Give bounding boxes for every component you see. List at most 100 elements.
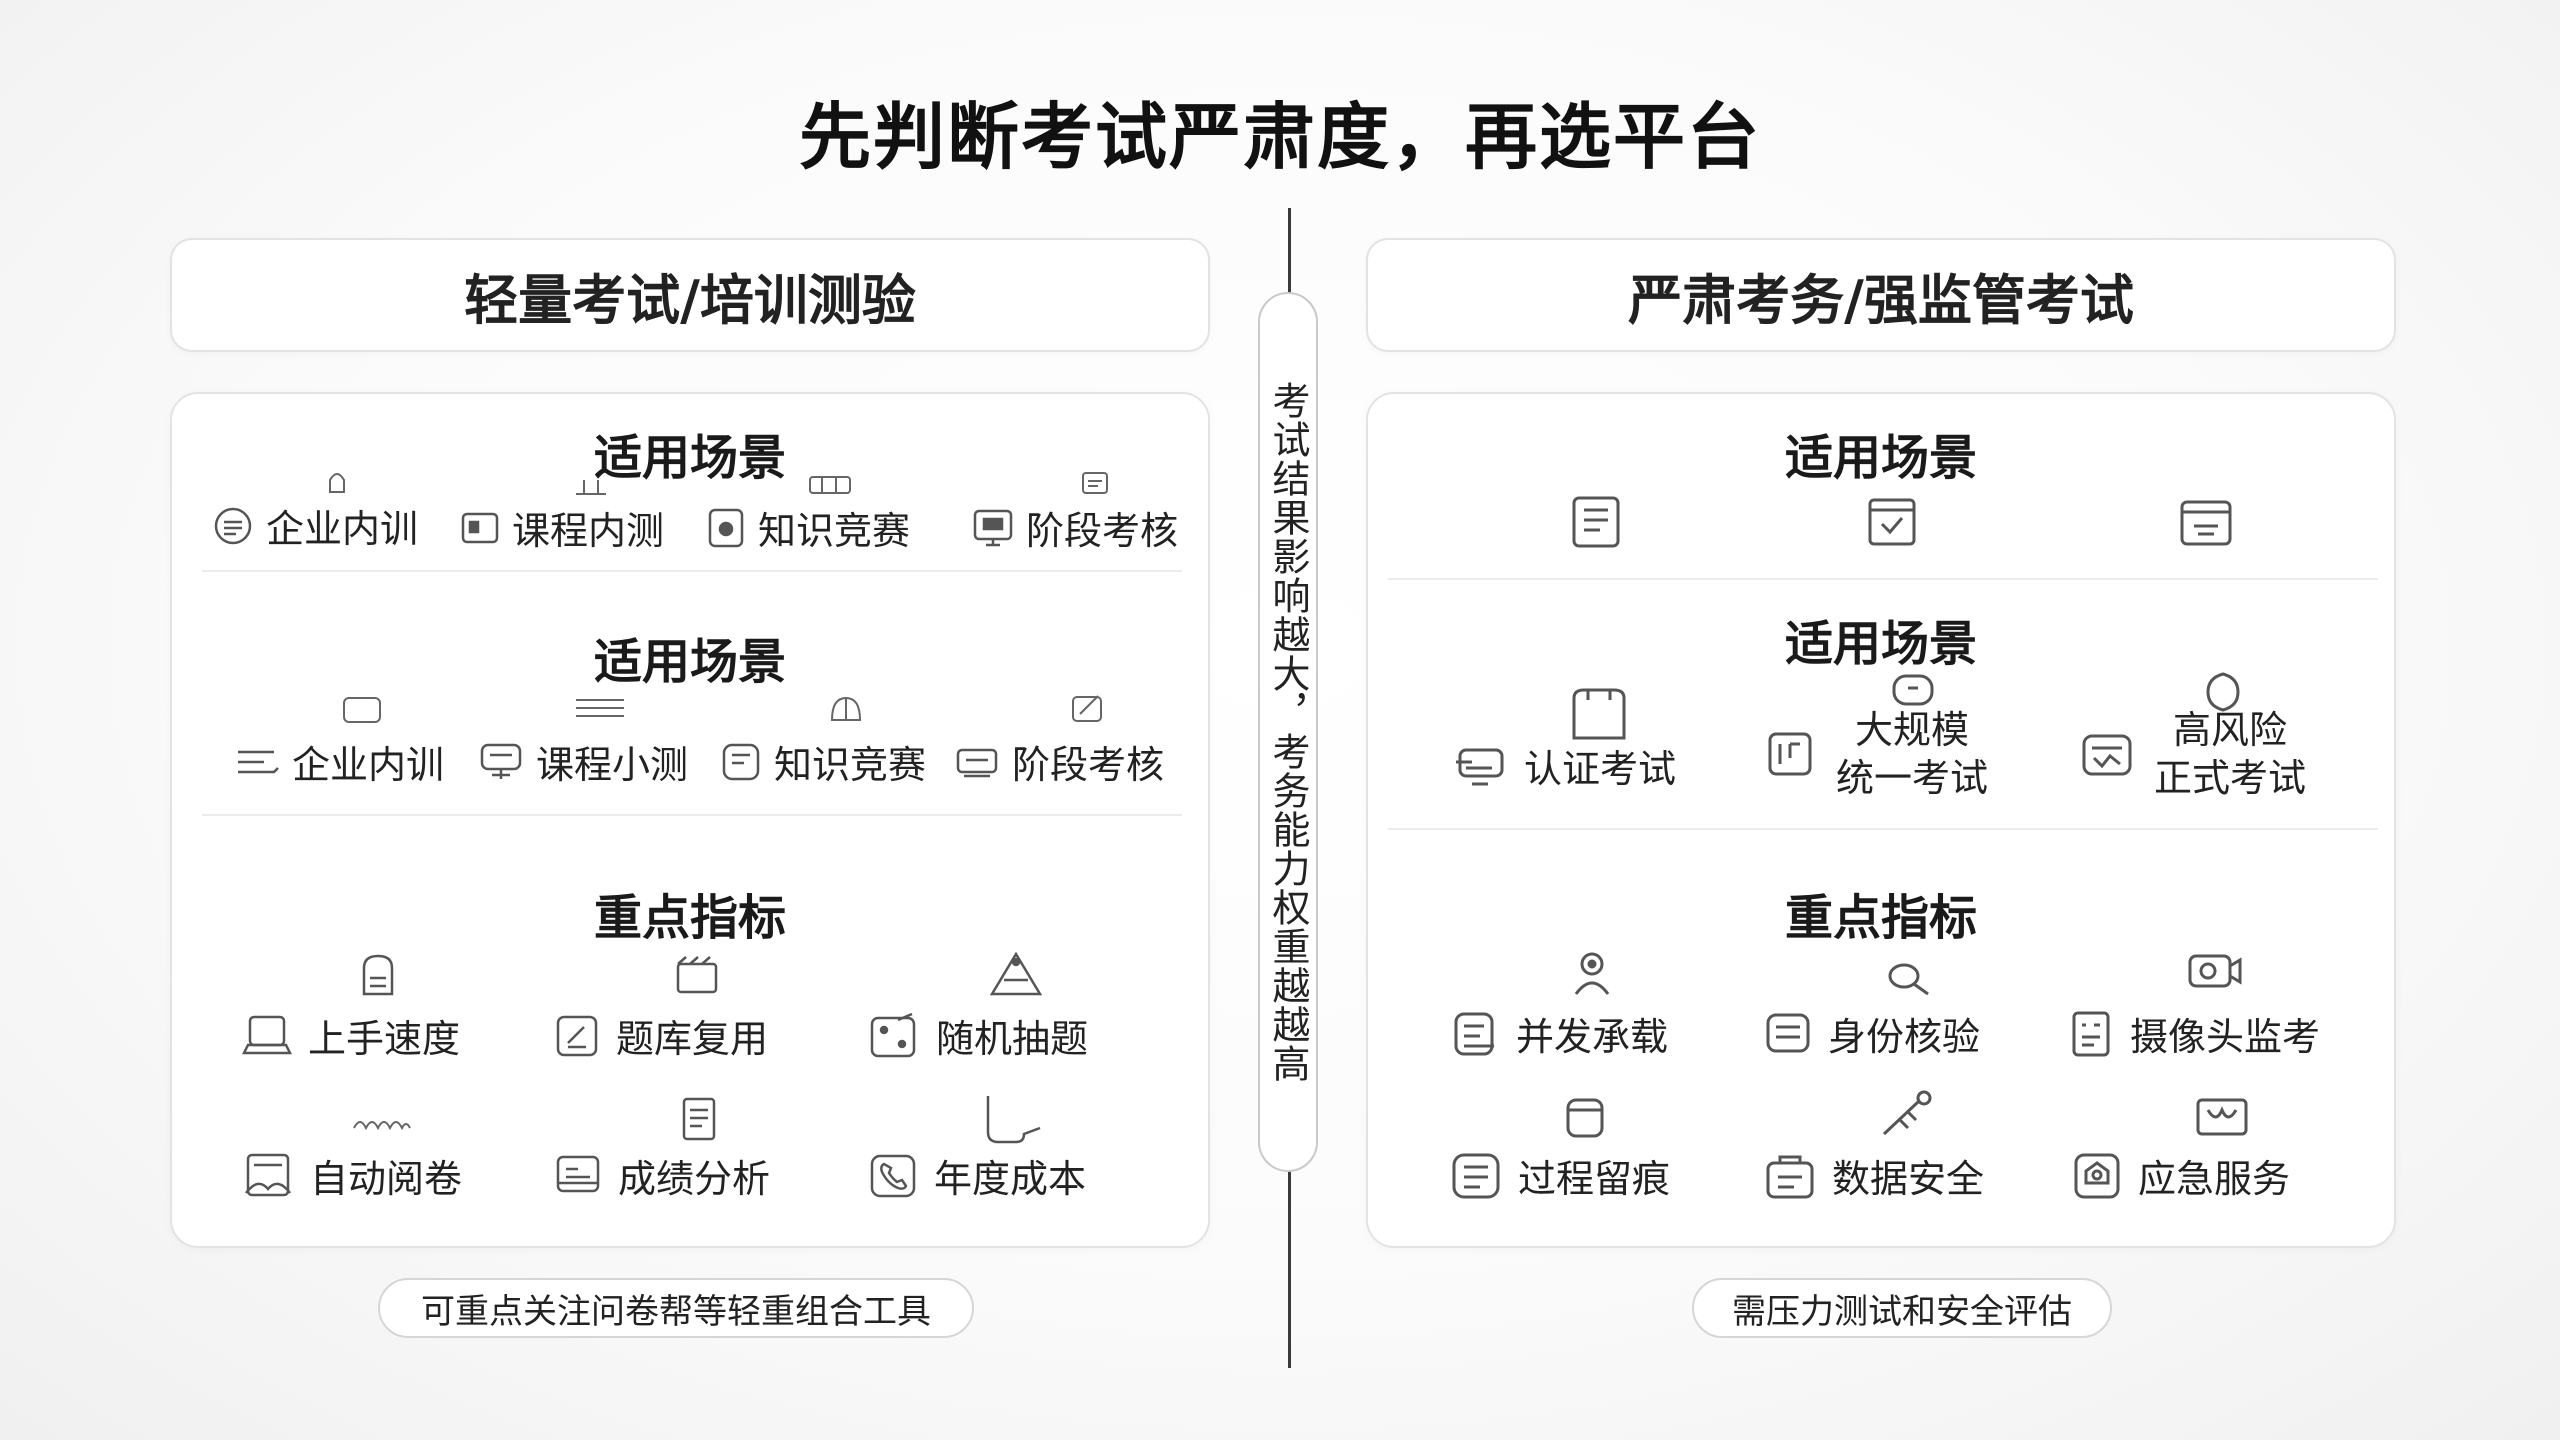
pen-lines-icon xyxy=(234,742,280,782)
left-scene1-item-1: 企业内训 xyxy=(212,498,418,553)
phone-icon xyxy=(868,1152,918,1200)
bag-icon xyxy=(828,694,864,728)
robot-icon xyxy=(358,952,398,1002)
left-metrics-title: 重点指标 xyxy=(593,890,786,946)
emergency-icon xyxy=(2072,1151,2122,1201)
left-scene1-item-4: 阶段考核 xyxy=(972,500,1178,555)
left-scenes-title-1: 适用场景 xyxy=(593,430,786,486)
right-metric-item-6: 应急服务 xyxy=(2072,1148,2290,1203)
eye-frame-icon xyxy=(2194,1096,2250,1142)
right-scene2-item-1: 认证考试 xyxy=(1452,738,1676,793)
right-footer-note: 需压力测试和安全评估 xyxy=(1692,1278,2112,1338)
right-scene2-item-3: 高风险 正式考试 xyxy=(2080,706,2306,802)
left-metric-item-6: 年度成本 xyxy=(868,1148,1086,1203)
right-metric-item-2: 身份核验 xyxy=(1764,1006,1980,1061)
divider-label: 考试结果影响越大，考务能力权重越越高 xyxy=(1258,292,1318,1172)
left-scene2-item-4: 阶段考核 xyxy=(954,734,1164,789)
left-footer-note: 可重点关注问卷帮等轻重组合工具 xyxy=(378,1278,974,1338)
left-metric-item-5: 成绩分析 xyxy=(554,1148,770,1203)
clapper-icon xyxy=(674,954,720,1000)
archive-icon xyxy=(2178,494,2234,554)
left-metric-item-1: 上手速度 xyxy=(242,1008,460,1063)
left-scene1-item-2: 课程内测 xyxy=(460,500,664,555)
shield-alert-icon xyxy=(2204,670,2242,718)
stack-icon xyxy=(572,694,628,726)
question-bank-icon xyxy=(554,1013,600,1059)
dice-board-icon xyxy=(868,1012,920,1060)
tablet-icon xyxy=(706,507,746,549)
right-metric-item-1: 并发承载 xyxy=(1450,1006,1668,1061)
key-icon xyxy=(1878,1088,1940,1144)
speech-icon xyxy=(1890,672,1936,716)
quiz-card-icon xyxy=(720,741,762,783)
right-scene2-item-2-line1: 大规模 xyxy=(1855,708,1970,752)
certificate-icon xyxy=(1864,494,1920,554)
left-header-text: 轻量考试/培训测验 xyxy=(464,268,916,332)
id-verify-icon xyxy=(1764,1011,1812,1057)
cert-exam-icon xyxy=(1452,740,1508,792)
right-metric-item-3: 摄像头监考 xyxy=(2068,1006,2320,1061)
exam-paper-icon xyxy=(1764,728,1816,780)
left-scene2-item-3: 知识竞赛 xyxy=(720,734,926,789)
tent-icon xyxy=(986,950,1046,1002)
right-metrics-title: 重点指标 xyxy=(1784,890,1977,946)
right-header-text: 严肃考务/强监管考试 xyxy=(1628,268,2134,332)
right-scenes-title-2: 适用场景 xyxy=(1784,616,1977,672)
chat-icon xyxy=(212,505,254,547)
wave-icon xyxy=(352,1114,412,1138)
risk-screen-icon xyxy=(2080,728,2134,780)
edit-note-icon xyxy=(1070,692,1106,728)
report-icon xyxy=(554,1153,602,1199)
right-header: 严肃考务/强监管考试 xyxy=(1366,238,2396,352)
right-scenes-title-1: 适用场景 xyxy=(1784,430,1977,486)
right-footer-text: 需压力测试和安全评估 xyxy=(1732,1291,2072,1332)
left-separator-2 xyxy=(202,814,1182,816)
screen-icon xyxy=(460,508,500,548)
left-scene2-item-2: 课程小测 xyxy=(478,734,688,789)
left-metric-item-3: 随机抽题 xyxy=(868,1008,1088,1063)
presentation-icon xyxy=(478,741,524,783)
person-alert-icon xyxy=(1570,950,1614,1004)
right-scene2-item-2-text: 大规模 统一考试 xyxy=(1836,706,1988,802)
left-metric-item-2: 题库复用 xyxy=(554,1008,768,1063)
auto-grade-icon xyxy=(242,1151,294,1201)
magnifier-icon xyxy=(1884,960,1934,1002)
secure-data-icon xyxy=(1764,1151,1816,1201)
left-footer-text: 可重点关注问卷帮等轻重组合工具 xyxy=(421,1291,931,1332)
trophy-board-icon xyxy=(808,474,852,500)
left-panel: 适用场景 企业内训 课程内测 知识竞赛 阶段考核 适用场景 xyxy=(170,392,1210,1248)
monitor-icon xyxy=(972,507,1014,549)
right-scene2-item-2-line2: 统一考试 xyxy=(1836,756,1989,800)
laptop-icon xyxy=(242,1013,292,1059)
hand-icon xyxy=(322,466,352,500)
page-title: 先判断考试严肃度，再选平台 xyxy=(798,95,1761,179)
right-metric-item-4: 过程留痕 xyxy=(1450,1148,1670,1203)
id-card-icon xyxy=(1568,686,1630,746)
right-scene2-item-3-text: 高风险 正式考试 xyxy=(2154,706,2306,802)
notebook-icon xyxy=(1568,494,1624,554)
right-scene2-item-3-line2: 正式考试 xyxy=(2154,756,2307,800)
left-separator-1 xyxy=(202,570,1182,572)
left-scene1-item-3: 知识竞赛 xyxy=(706,500,910,555)
camera-icon xyxy=(2186,950,2244,1000)
podium-icon xyxy=(574,472,608,500)
book-icon xyxy=(342,696,382,728)
proctor-icon xyxy=(2068,1009,2114,1059)
divider-label-text: 考试结果影响越大，考务能力权重越越高 xyxy=(1266,381,1310,1083)
right-panel: 适用场景 适用场景 认证考试 大规模 统一考试 高风险 正式考试 xyxy=(1366,392,2396,1248)
right-separator-1 xyxy=(1388,578,2378,580)
left-scene2-item-1: 企业内训 xyxy=(234,734,444,789)
pipe-icon xyxy=(980,1092,1044,1150)
right-scene2-item-2: 大规模 统一考试 xyxy=(1764,706,1988,802)
server-load-icon xyxy=(1450,1008,1500,1060)
cylinder-icon xyxy=(1562,1094,1608,1144)
right-scene2-item-3-line1: 高风险 xyxy=(2173,708,2288,752)
log-trace-icon xyxy=(1450,1151,1502,1201)
document-icon xyxy=(680,1096,718,1146)
right-separator-2 xyxy=(1388,828,2378,830)
right-metric-item-5: 数据安全 xyxy=(1764,1148,1984,1203)
left-scenes-title-2: 适用场景 xyxy=(593,634,786,690)
left-metric-item-4: 自动阅卷 xyxy=(242,1148,462,1203)
clipboard-small-icon xyxy=(1080,470,1110,500)
tray-icon xyxy=(954,742,1000,782)
